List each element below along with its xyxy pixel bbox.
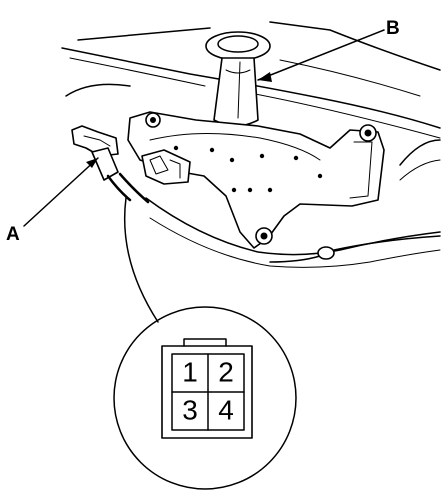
detail-leader-line: [123, 197, 159, 323]
pin-4: 4: [218, 394, 234, 425]
leader-line-a: [23, 157, 99, 227]
pin-1: 1: [182, 356, 198, 387]
harness-wire: [106, 172, 441, 263]
callout-label-a: A: [6, 224, 20, 245]
motor-connector: [141, 149, 191, 185]
harness-connector: [71, 125, 119, 181]
callout-label-b: B: [386, 18, 400, 39]
body-panel: [61, 21, 441, 268]
connector-detail-view: 1 2 3 4: [113, 306, 297, 490]
leader-line-b: [257, 29, 385, 81]
pin-3: 3: [182, 394, 198, 425]
pin-2: 2: [218, 356, 234, 387]
